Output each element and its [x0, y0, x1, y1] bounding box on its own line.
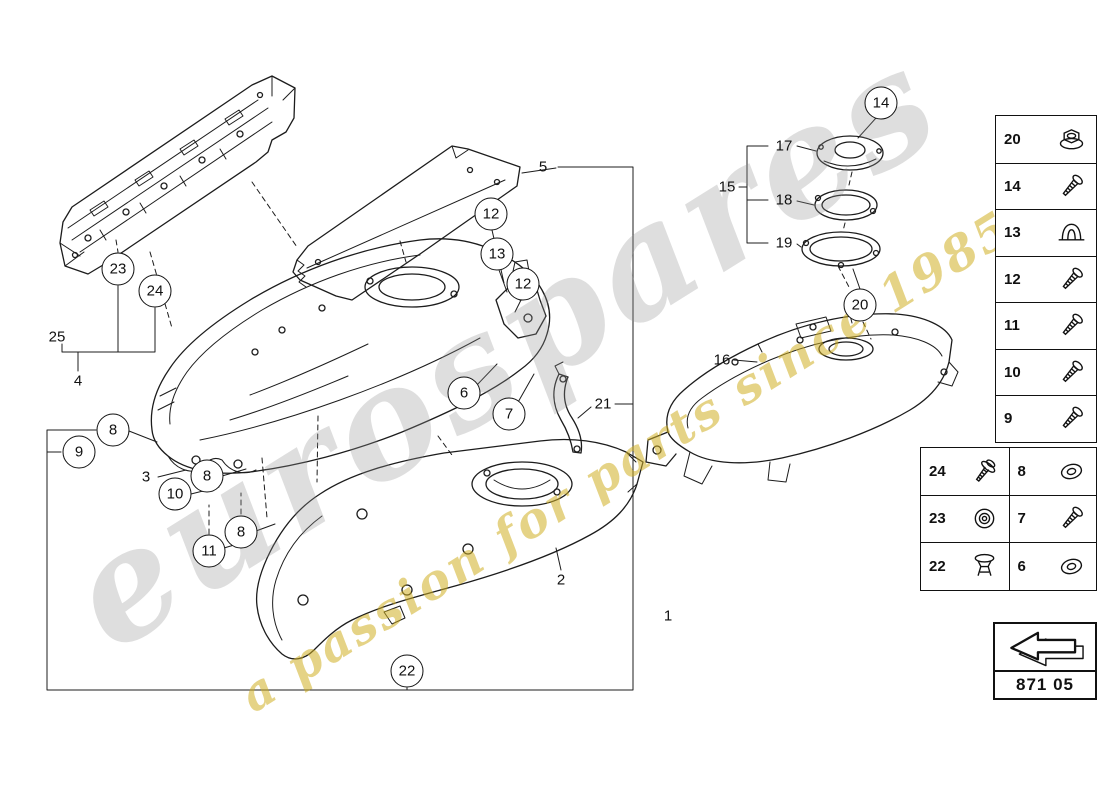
- callout-8[interactable]: 8: [96, 413, 130, 447]
- callout-10[interactable]: 10: [158, 477, 192, 511]
- legend-cell-23[interactable]: 23: [921, 495, 1009, 542]
- legend-ref: 8: [1017, 462, 1026, 480]
- legend-cell-9[interactable]: 9: [996, 395, 1096, 442]
- callout-23[interactable]: 23: [101, 252, 135, 286]
- screw-washer-icon: [968, 455, 1001, 488]
- assembled-tray: [645, 313, 959, 485]
- callout-13[interactable]: 13: [480, 237, 514, 271]
- callout-12[interactable]: 12: [474, 197, 508, 231]
- nut-icon: [1055, 123, 1088, 156]
- screw-icon: [1055, 309, 1088, 342]
- callout-20[interactable]: 20: [843, 288, 877, 322]
- callout-15[interactable]: 15: [718, 178, 736, 196]
- rear-frame-panel: [59, 75, 296, 275]
- legend-cell-7[interactable]: 7: [1008, 495, 1096, 542]
- tonneau-cap: [816, 135, 884, 171]
- legend-ref: 6: [1017, 557, 1026, 575]
- legend-row: 23 7: [921, 494, 1096, 542]
- legend-ref: 23: [929, 510, 946, 528]
- legend-ref: 7: [1017, 510, 1026, 528]
- legend-pairs-table: 24 8 23 7 22 6: [920, 447, 1097, 591]
- legend-cell-20[interactable]: 20: [996, 116, 1096, 163]
- callout-6[interactable]: 6: [447, 376, 481, 410]
- callout-8[interactable]: 8: [190, 459, 224, 493]
- legend-cell-11[interactable]: 11: [996, 302, 1096, 349]
- top-cover-panel: [292, 145, 521, 301]
- screw-icon: [1055, 356, 1088, 389]
- legend-ref: 20: [1004, 130, 1021, 148]
- washer-icon: [1055, 550, 1088, 583]
- callout-21[interactable]: 21: [594, 395, 612, 413]
- callout-8[interactable]: 8: [224, 515, 258, 549]
- callout-1[interactable]: 1: [663, 607, 673, 625]
- screw-icon: [1055, 263, 1088, 296]
- callout-12[interactable]: 12: [506, 267, 540, 301]
- legend-ref: 11: [1004, 317, 1020, 335]
- callout-4[interactable]: 4: [73, 372, 83, 390]
- legend-cell-24[interactable]: 24: [921, 448, 1009, 495]
- legend-row: 22 6: [921, 542, 1096, 590]
- legend-ref: 9: [1004, 410, 1013, 428]
- screw-icon: [1055, 170, 1088, 203]
- legend-ref: 13: [1004, 224, 1021, 242]
- callout-18[interactable]: 18: [775, 191, 793, 209]
- callout-3[interactable]: 3: [141, 468, 151, 486]
- washer-icon: [1055, 455, 1088, 488]
- legend-column-table: 20 14 13 12 11 10 9: [995, 115, 1097, 443]
- back-arrow-icon: [1010, 631, 1084, 667]
- callout-9[interactable]: 9: [62, 435, 96, 469]
- legend-cell-6[interactable]: 6: [1008, 543, 1096, 590]
- gasket-large: [801, 231, 881, 269]
- legend-cell-13[interactable]: 13: [996, 209, 1096, 256]
- callout-24[interactable]: 24: [138, 274, 172, 308]
- legend-ref: 14: [1004, 177, 1021, 195]
- callout-16[interactable]: 16: [713, 351, 731, 369]
- callout-25[interactable]: 25: [48, 328, 66, 346]
- legend-cell-12[interactable]: 12: [996, 255, 1096, 302]
- callout-17[interactable]: 17: [775, 137, 793, 155]
- grommet-icon: [968, 502, 1001, 535]
- legend-ref: 10: [1004, 363, 1021, 381]
- nav-box: 871 05: [993, 622, 1097, 700]
- rivet-icon: [968, 550, 1001, 583]
- legend-cell-8[interactable]: 8: [1008, 448, 1096, 495]
- callout-11[interactable]: 11: [192, 534, 226, 568]
- legend-cell-10[interactable]: 10: [996, 348, 1096, 395]
- callout-7[interactable]: 7: [492, 397, 526, 431]
- screw-icon: [1055, 502, 1088, 535]
- legend-ref: 22: [929, 557, 946, 575]
- tray-lower-panel: [255, 438, 644, 660]
- callout-14[interactable]: 14: [864, 86, 898, 120]
- callout-2[interactable]: 2: [556, 571, 566, 589]
- callout-5[interactable]: 5: [538, 158, 548, 176]
- legend-ref: 24: [929, 462, 946, 480]
- legend-cell-14[interactable]: 14: [996, 162, 1096, 209]
- gasket-small: [814, 189, 878, 221]
- clip-icon: [1055, 216, 1088, 249]
- callout-22[interactable]: 22: [390, 654, 424, 688]
- screw-icon: [1055, 402, 1088, 435]
- page-code: 871 05: [1016, 675, 1074, 694]
- callout-19[interactable]: 19: [775, 234, 793, 252]
- support-bracket: [553, 361, 583, 454]
- soft-top-tray: [150, 238, 551, 474]
- back-arrow-button[interactable]: [995, 624, 1095, 672]
- projection-lines: [115, 171, 872, 535]
- legend-ref: 12: [1004, 270, 1021, 288]
- legend-cell-22[interactable]: 22: [921, 543, 1009, 590]
- legend-row: 24 8: [921, 448, 1096, 495]
